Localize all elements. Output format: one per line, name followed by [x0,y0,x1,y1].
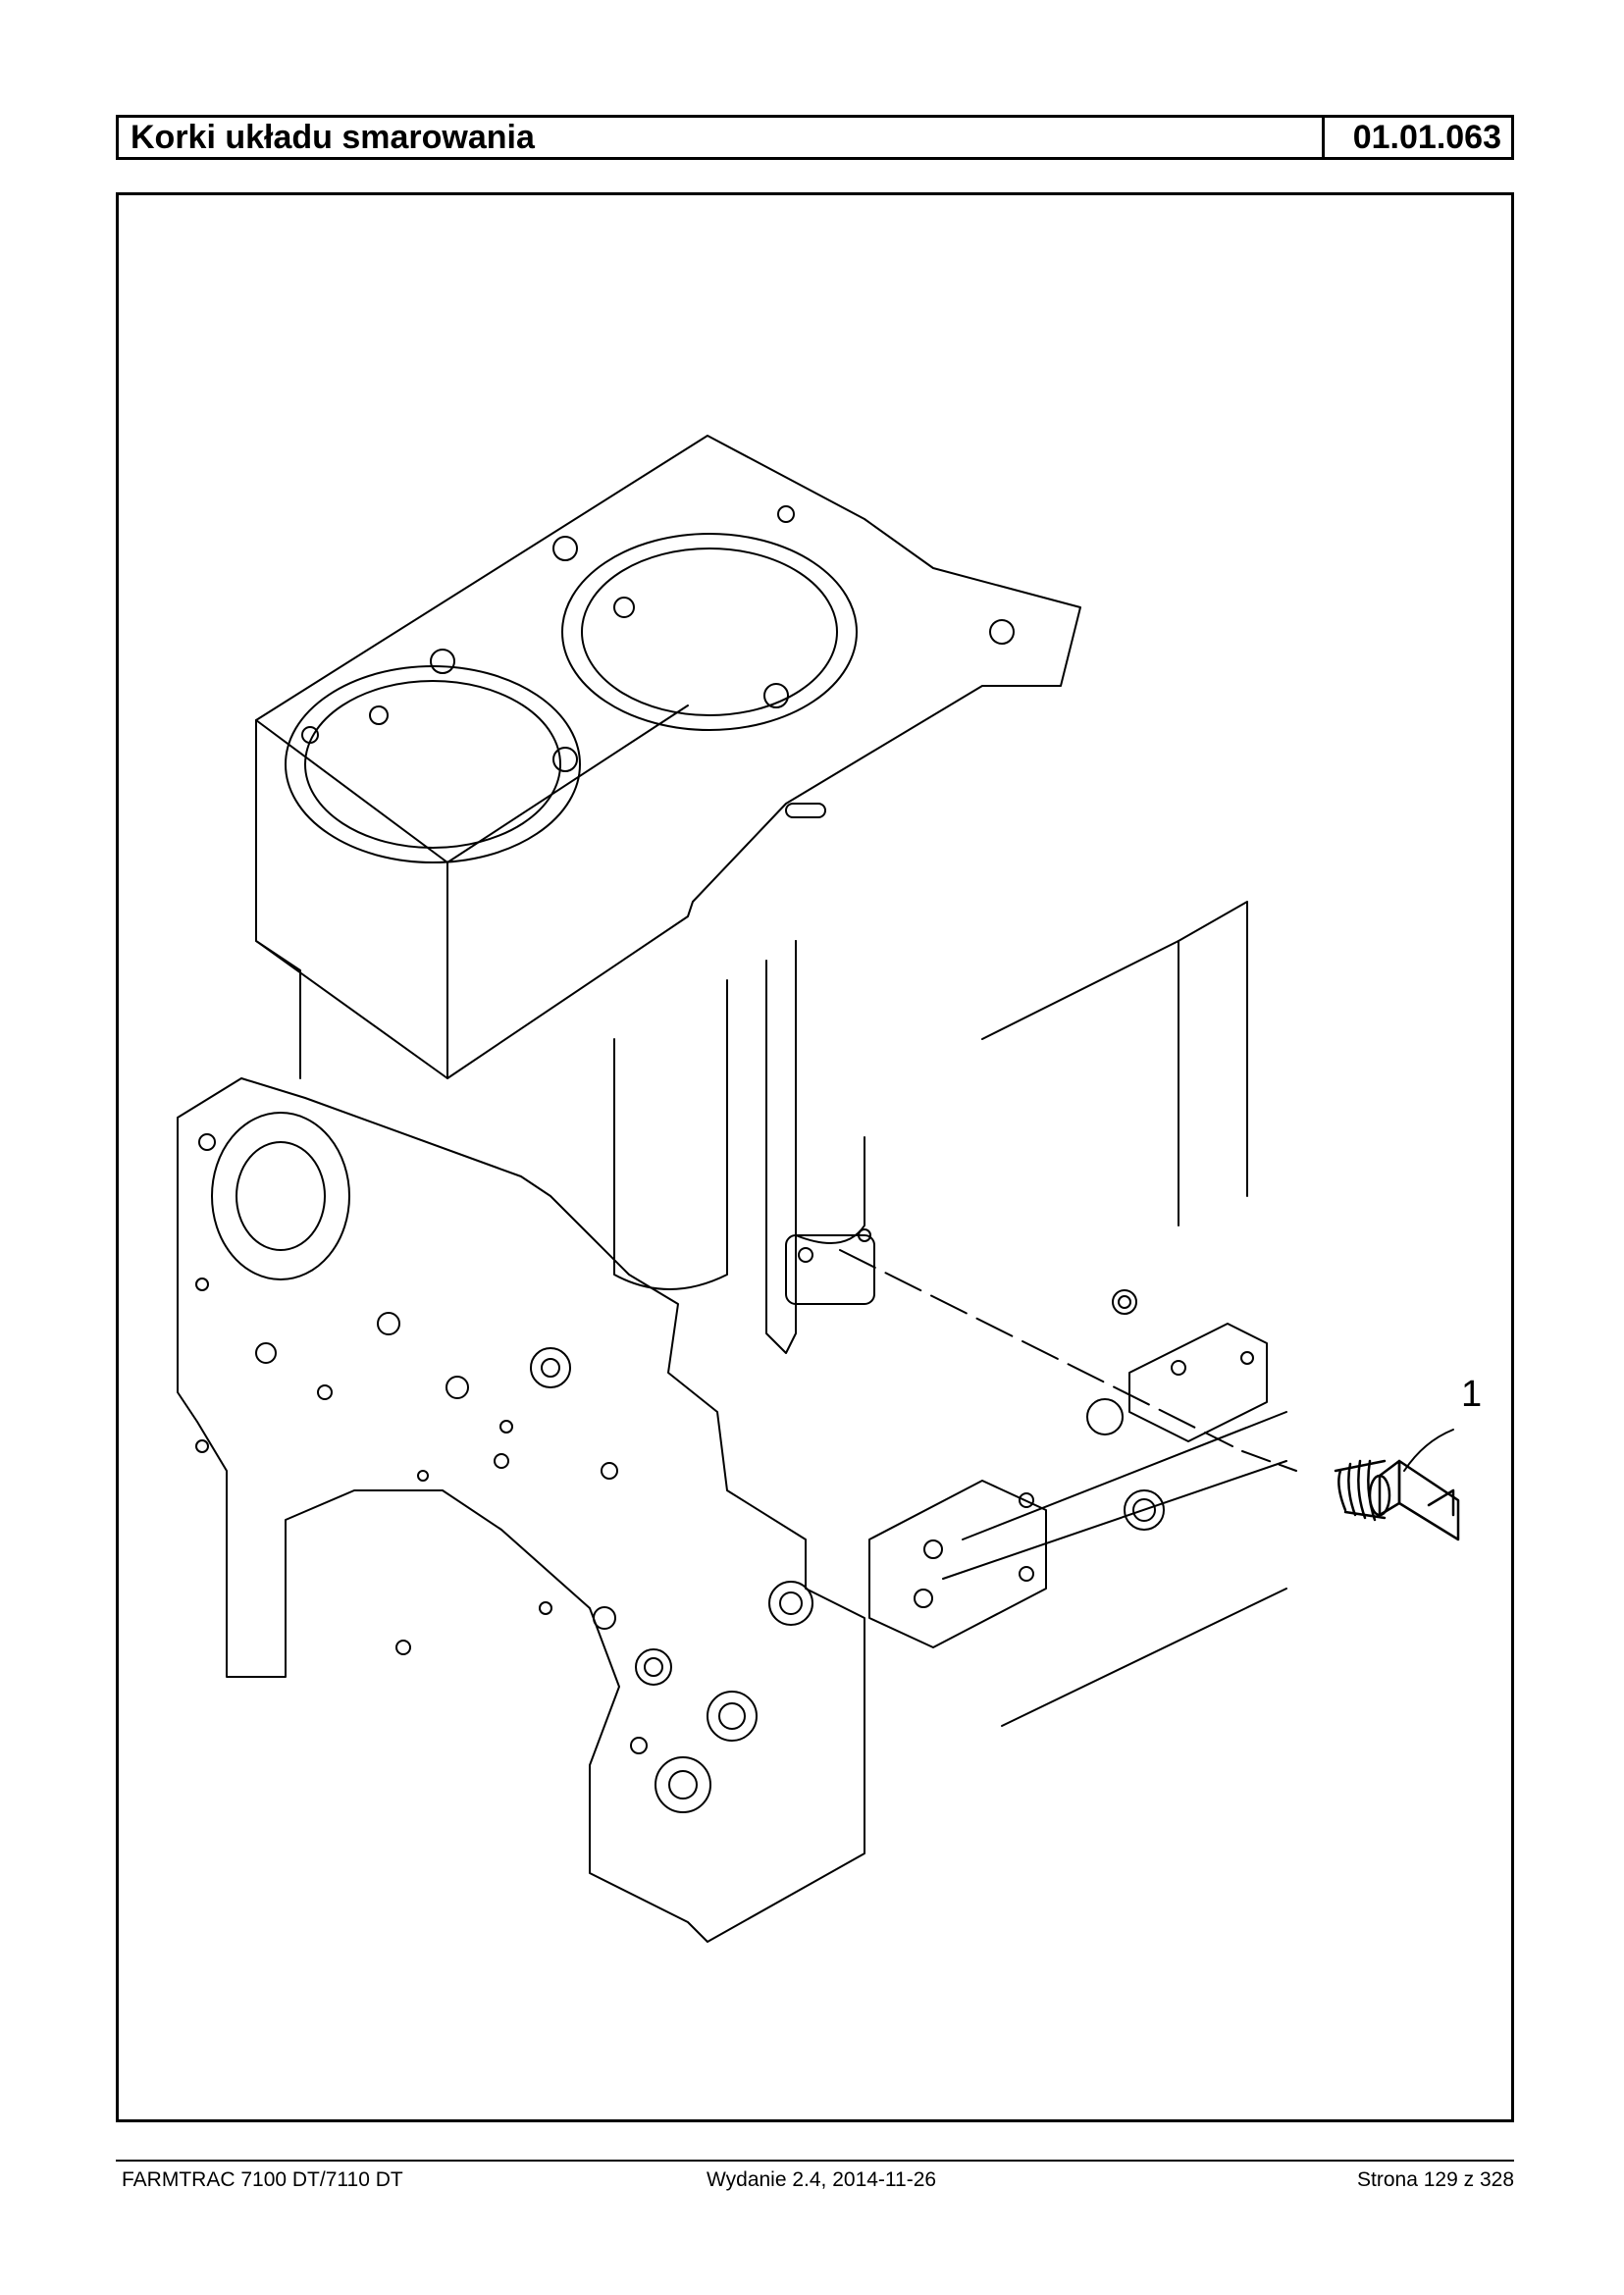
deck-hole [552,536,578,561]
deck-hole [763,683,789,708]
page-title: Korki układu smarowania [119,118,1325,157]
crank-bore [211,1112,350,1280]
cylinder-bore-1 [285,665,581,863]
page-header: Korki układu smarowania 01.01.063 [116,115,1514,160]
footer-page-number: Strona 129 z 328 [1357,2168,1514,2191]
engine-block-diagram: 1 [177,435,1482,1943]
deck-hole [301,726,319,744]
filter-pad [868,1480,1047,1648]
block-left-face [255,719,301,1079]
deck-hole [989,619,1015,645]
oil-gallery-plug [1334,1459,1460,1541]
block-top-deck [255,435,1081,1079]
cylinder-bore-2 [561,533,858,731]
front-plate [177,1077,865,1943]
boss [655,1756,711,1813]
right-bracket [1128,1323,1268,1442]
cylinder-bore-2-inner [581,548,838,716]
section-code: 01.01.063 [1352,119,1501,156]
footer-edition: Wydanie 2.4, 2014-11-26 [707,2168,937,2191]
deck-hole [369,705,389,725]
diagram-frame: 1 [116,192,1514,2122]
deck-hole [430,649,455,674]
deck-hole [552,747,578,772]
footer-model: FARMTRAC 7100 DT/7110 DT [122,2168,403,2191]
boss [768,1581,813,1626]
callout-label: 1 [1461,1374,1482,1415]
footer-rule [116,2160,1514,2162]
boss [1124,1489,1165,1531]
callout-leader [1403,1429,1454,1472]
boss [1112,1289,1137,1315]
deck-slot [785,803,826,818]
boss [707,1691,758,1742]
block-right-rail [942,1411,1287,1727]
boss [1086,1398,1124,1435]
cylinder-bore-1-inner [304,680,561,849]
deck-hole [613,597,635,618]
cylinder-wall [613,979,728,1290]
web-pad [785,1234,875,1305]
deck-hole [777,505,795,523]
oil-gallery-centerline [839,1249,1233,1447]
boss [635,1648,672,1686]
